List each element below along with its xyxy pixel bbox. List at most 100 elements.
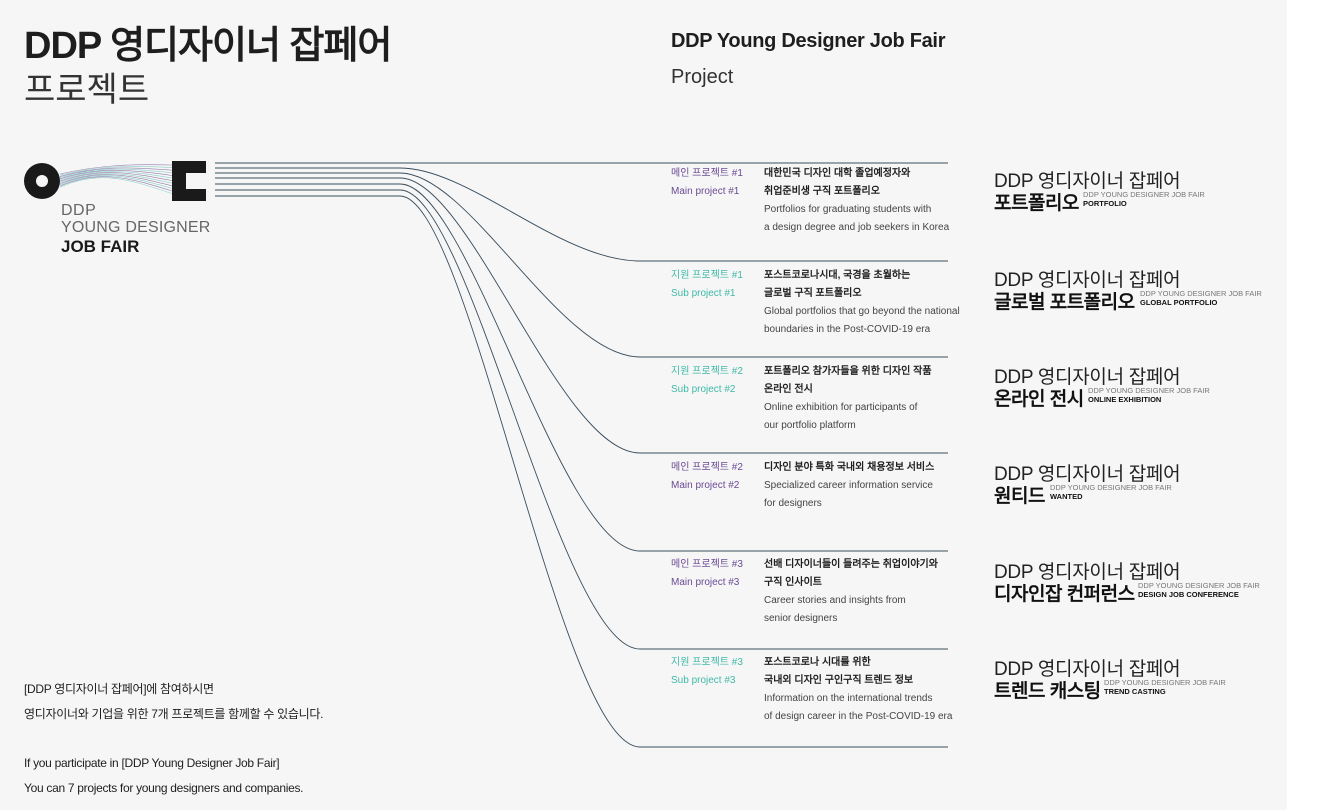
- connector-line: [215, 172, 948, 358]
- description-en: a design degree and job seekers in Korea: [764, 222, 950, 233]
- footer-en-line-2: You can 7 projects for young designers a…: [24, 781, 304, 795]
- logo-text-young-designer: YOUNG DESIGNER: [61, 219, 211, 236]
- brand-subtitle-en: DDP YOUNG DESIGNER JOB FAIR: [1140, 289, 1262, 298]
- brand-subtitle-name: ONLINE EXHIBITION: [1088, 395, 1162, 404]
- logo-circle-icon: [24, 163, 60, 199]
- description-ko: 포트폴리오 참가자들을 위한 디자인 작품: [764, 366, 932, 377]
- brand-name: 트렌드 캐스팅: [994, 681, 1101, 702]
- project-description: 디자인 분야 특화 국내외 채용정보 서비스 Specialized career…: [764, 459, 964, 513]
- connector-line: [215, 183, 948, 552]
- description-ko: 대한민국 디자인 대학 졸업예정자와: [764, 168, 911, 179]
- project-label: 지원 프로젝트 #3 Sub project #3: [671, 654, 743, 690]
- project-label-ko: 메인 프로젝트 #2: [671, 462, 743, 473]
- brand-name: 온라인 전시: [994, 389, 1084, 410]
- description-en: senior designers: [764, 613, 838, 624]
- brand-subtitle-name: PORTFOLIO: [1083, 199, 1127, 208]
- description-en: Online exhibition for participants of: [764, 402, 918, 413]
- description-ko: 포스트코로나 시대를 위한: [764, 657, 871, 668]
- brand-name: 포트폴리오: [994, 193, 1079, 214]
- brand-name: 글로벌 포트폴리오: [994, 292, 1135, 313]
- brand-title: DDP 영디자이너 잡페어: [994, 367, 1181, 388]
- description-en: Global portfolios that go beyond the nat…: [764, 306, 960, 317]
- project-label-ko: 지원 프로젝트 #2: [671, 366, 743, 377]
- description-ko: 온라인 전시: [764, 384, 813, 395]
- description-en: our portfolio platform: [764, 420, 856, 431]
- brand-subtitle-name: GLOBAL PORTFOLIO: [1140, 298, 1218, 307]
- brand-subtitle-en: DDP YOUNG DESIGNER JOB FAIR: [1050, 483, 1172, 492]
- connector-line: [215, 195, 948, 748]
- brand-title: DDP 영디자이너 잡페어: [994, 270, 1181, 291]
- footer-en-line-1: If you participate in [DDP Young Designe…: [24, 756, 280, 770]
- project-label-ko: 메인 프로젝트 #1: [671, 168, 743, 179]
- page-title-en: DDP Young Designer Job Fair: [671, 30, 946, 52]
- description-ko: 디자인 분야 특화 국내외 채용정보 서비스: [764, 462, 935, 473]
- description-ko: 선배 디자이너들이 들려주는 취업이야기와: [764, 559, 938, 570]
- project-label-en: Sub project #1: [671, 288, 736, 299]
- page-title-ko: DDP 영디자이너 잡페어: [24, 25, 392, 67]
- project-label: 메인 프로젝트 #3 Main project #3: [671, 556, 743, 592]
- brand-subtitle-name: DESIGN JOB CONFERENCE: [1138, 590, 1239, 599]
- brand-title: DDP 영디자이너 잡페어: [994, 562, 1181, 583]
- footer-ko-line-1: [DDP 영디자이너 잡페어]에 참여하시면: [24, 682, 214, 696]
- connector-line: [215, 167, 948, 262]
- project-label-en: Main project #1: [671, 186, 740, 197]
- brand-subtitle-en: DDP YOUNG DESIGNER JOB FAIR: [1088, 386, 1210, 395]
- description-ko: 글로벌 구직 포트폴리오: [764, 288, 862, 299]
- page-margin: [1287, 0, 1321, 810]
- logo-text-ddp: DDP: [61, 202, 97, 219]
- project-label: 지원 프로젝트 #1 Sub project #1: [671, 267, 743, 303]
- project-label: 메인 프로젝트 #2 Main project #2: [671, 459, 743, 495]
- project-label-en: Sub project #2: [671, 384, 736, 395]
- brand-title: DDP 영디자이너 잡페어: [994, 464, 1181, 485]
- project-label-en: Main project #2: [671, 480, 740, 491]
- brand-subtitle-en: DDP YOUNG DESIGNER JOB FAIR: [1104, 678, 1226, 687]
- brand-title: DDP 영디자이너 잡페어: [994, 659, 1181, 680]
- description-ko: 구직 인사이트: [764, 577, 822, 588]
- description-en: for designers: [764, 498, 822, 509]
- description-en: Information on the international trends: [764, 693, 933, 704]
- description-en: Specialized career information service: [764, 480, 933, 491]
- brand-name: 원티드: [994, 486, 1045, 507]
- project-label: 지원 프로젝트 #2 Sub project #2: [671, 363, 743, 399]
- brand-subtitle-name: WANTED: [1050, 492, 1083, 501]
- project-label-en: Main project #3: [671, 577, 740, 588]
- project-label-ko: 지원 프로젝트 #3: [671, 657, 743, 668]
- description-en: boundaries in the Post-COVID-19 era: [764, 324, 931, 335]
- page-subtitle-ko: 프로젝트: [24, 71, 150, 109]
- connector-line: [215, 189, 948, 650]
- connector-line: [215, 177, 948, 454]
- brand-subtitle-en: DDP YOUNG DESIGNER JOB FAIR: [1083, 190, 1205, 199]
- logo-bracket-icon: [172, 161, 206, 201]
- brand-title: DDP 영디자이너 잡페어: [994, 171, 1181, 192]
- brand-subtitle-name: TREND CASTING: [1104, 687, 1166, 696]
- project-label-ko: 메인 프로젝트 #3: [671, 559, 743, 570]
- brand-subtitle-en: DDP YOUNG DESIGNER JOB FAIR: [1138, 581, 1260, 590]
- project-label-ko: 지원 프로젝트 #1: [671, 270, 743, 281]
- logo-fan-lines: [59, 164, 173, 194]
- description-ko: 취업준비생 구직 포트폴리오: [764, 186, 880, 197]
- description-ko: 국내외 디자인 구인구직 트렌드 정보: [764, 675, 914, 686]
- description-ko: 포스트코로나시대, 국경을 초월하는: [764, 270, 911, 281]
- description-en: Portfolios for graduating students with: [764, 204, 932, 215]
- description-en: of design career in the Post-COVID-19 er…: [764, 711, 953, 722]
- footer-ko-line-2: 영디자이너와 기업을 위한 7개 프로젝트를 함께할 수 있습니다.: [24, 707, 324, 721]
- page-subtitle-en: Project: [671, 66, 734, 88]
- project-label-en: Sub project #3: [671, 675, 736, 686]
- brand-name: 디자인잡 컨퍼런스: [994, 584, 1135, 605]
- description-en: Career stories and insights from: [764, 595, 906, 606]
- project-label: 메인 프로젝트 #1 Main project #1: [671, 165, 743, 201]
- logo-text-job-fair: JOB FAIR: [61, 237, 140, 256]
